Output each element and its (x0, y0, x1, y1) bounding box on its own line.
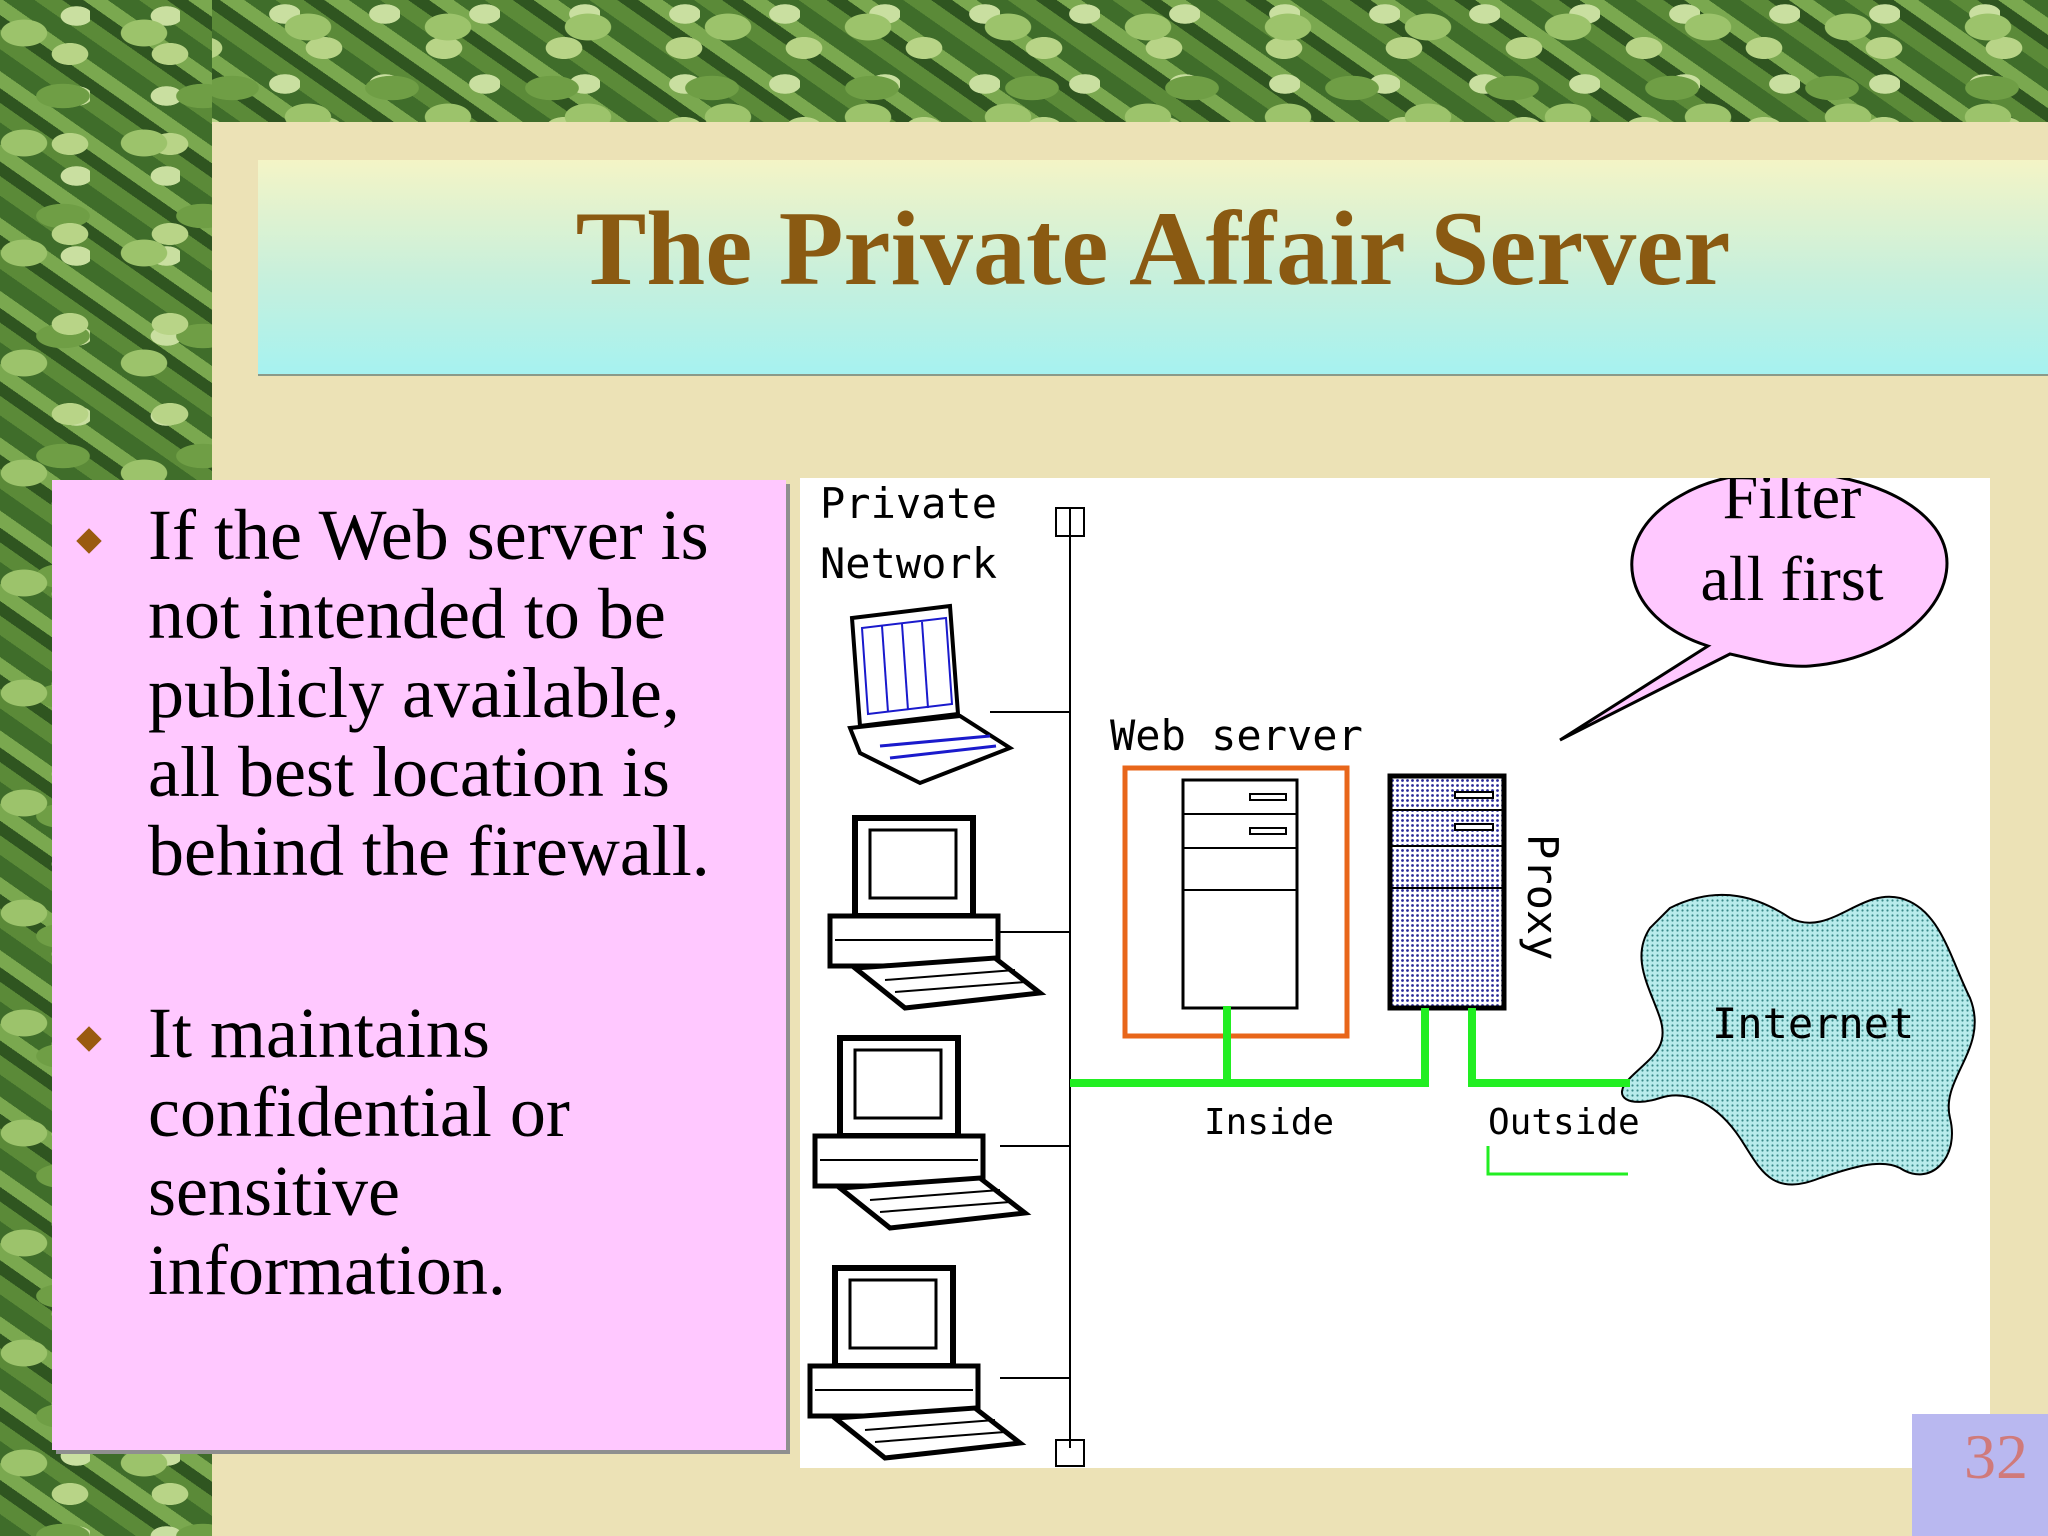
desktop-computer-icon (827, 815, 1047, 1011)
bullet-item-1: If the Web server is not intended to be … (76, 495, 756, 891)
proxy-server-icon (1387, 773, 1507, 1011)
page-number-tab (1912, 1414, 2048, 1536)
outside-marker (1486, 1146, 1628, 1176)
slide-title: The Private Affair Server (575, 190, 1731, 307)
bus-terminator-top (1055, 507, 1085, 537)
internet-cloud-icon (1620, 894, 1976, 1186)
outside-label: Outside (1488, 1102, 1640, 1143)
server-tower-icon (1181, 778, 1299, 1010)
private-label-line1: Private (820, 479, 997, 528)
network-diagram: Private Network (800, 478, 1990, 1468)
title-band (258, 160, 2048, 376)
page-number: 32 (1964, 1421, 2028, 1492)
bullet-text-2: It maintains confidential or sensitive i… (148, 993, 570, 1310)
desktop-computer-icon (812, 1035, 1032, 1231)
laptop-icon (847, 603, 1015, 786)
desktop-computer-icon (807, 1265, 1027, 1461)
proxy-label: Proxy (1518, 834, 1567, 960)
speech-bubble-icon (1559, 478, 1949, 742)
callout-line2: all first (1700, 543, 1883, 614)
bullet-text-1: If the Web server is not intended to be … (148, 495, 710, 891)
network-diagram-svg: Private Network (807, 478, 1976, 1467)
outside-segment (1468, 1008, 1630, 1087)
inside-label: Inside (1204, 1102, 1334, 1143)
callout-line1: Filter (1723, 478, 1862, 532)
bus-terminator-bottom (1055, 1439, 1085, 1467)
bullet-text-box (52, 480, 786, 1450)
private-label-line2: Network (820, 539, 997, 588)
bullet-item-2: It maintains confidential or sensitive i… (76, 993, 756, 1310)
web-server-frame (1122, 765, 1350, 1039)
foliage-top-border (0, 0, 2048, 122)
inside-segment (1070, 1008, 1429, 1087)
internet-label: Internet (1712, 999, 1914, 1048)
web-server-label: Web server (1110, 711, 1363, 760)
